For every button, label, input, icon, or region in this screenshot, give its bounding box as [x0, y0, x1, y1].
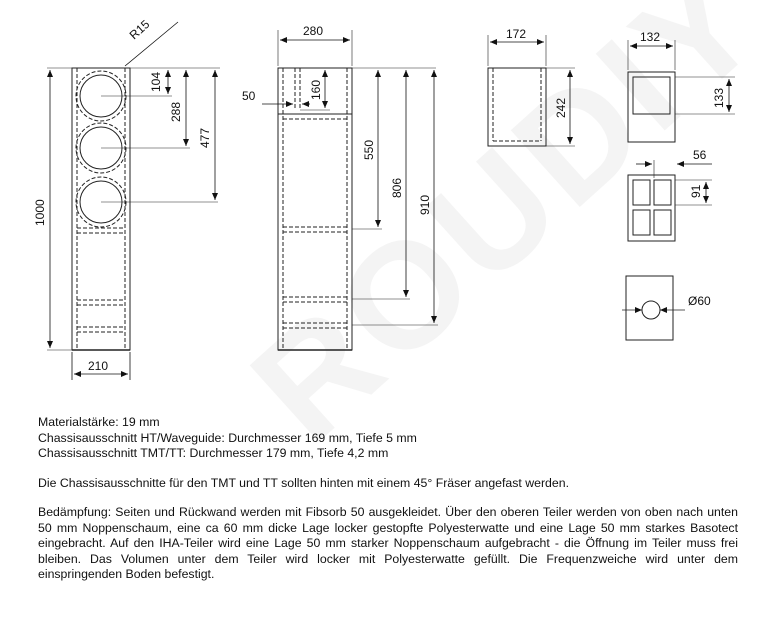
dim-port-diameter: Ø60 — [688, 294, 711, 308]
dim-910: 910 — [418, 195, 432, 215]
port-hole — [641, 300, 661, 320]
technical-drawing: R15 104 288 477 1000 210 28 — [33, 17, 735, 380]
dim-grid-height: 91 — [689, 184, 703, 198]
waveguide-box — [487, 35, 575, 147]
dim-upper-chamber: 160 — [309, 80, 323, 100]
dim-grid-width: 56 — [693, 148, 707, 162]
note-tmt-cutout: Chassisausschnitt TMT/TT: Durchmesser 17… — [38, 446, 389, 460]
waveguide-dimensions — [490, 39, 573, 144]
grid-dimensions — [636, 161, 712, 203]
dim-806: 806 — [390, 178, 404, 198]
dim-radius: R15 — [127, 17, 153, 42]
dim-iha-height: 133 — [712, 88, 726, 108]
side-view — [277, 30, 438, 351]
dim-iha-width: 132 — [640, 30, 660, 44]
iha-divider — [627, 40, 735, 143]
dim-550: 550 — [362, 140, 376, 160]
front-dimensions — [47, 21, 218, 380]
dim-total-height: 1000 — [33, 199, 47, 226]
dim-side-depth: 280 — [303, 24, 323, 38]
dim-front-width: 210 — [88, 359, 108, 373]
note-material: Materialstärke: 19 mm — [38, 415, 160, 429]
note-ht-cutout: Chassisausschnitt HT/Waveguide: Durchmes… — [38, 430, 417, 445]
port-panel — [622, 275, 685, 341]
dim-small-offset: 50 — [242, 89, 256, 103]
dim-hole2: 288 — [169, 102, 183, 122]
note-damping: Bedämpfung: Seiten und Rückwand werden m… — [38, 505, 738, 581]
iha-dimensions — [630, 43, 732, 112]
dim-waveguide-width: 172 — [506, 27, 526, 41]
notes: Materialstärke: 19 mm Chassisausschnitt … — [38, 415, 738, 583]
dim-hole1: 104 — [149, 72, 163, 92]
dim-waveguide-height: 242 — [554, 98, 568, 118]
dim-hole3: 477 — [198, 128, 212, 148]
front-view — [47, 67, 220, 351]
grid-panel — [627, 160, 712, 242]
side-outline — [277, 67, 353, 351]
side-dimensions — [262, 37, 437, 323]
note-chamfer: Die Chassisausschnitte für den TMT und T… — [38, 475, 569, 490]
